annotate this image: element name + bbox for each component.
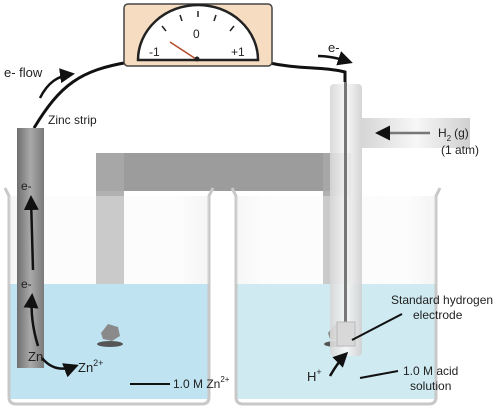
left-bridge-crystal: [101, 324, 120, 341]
electrode-leader: [351, 313, 403, 341]
zinc-strip-label: Zinc strip: [48, 113, 97, 127]
standard-hydrogen-label-line1: Standard hydrogen: [391, 293, 493, 307]
right-beaker-glass: [230, 187, 442, 406]
scale-label-right: +1: [231, 45, 245, 59]
voltmeter: -1 0 +1: [123, 3, 273, 67]
zinc-strip: [17, 128, 44, 368]
h2-pressure-label: (1 atm): [441, 143, 479, 157]
standard-hydrogen-label-line2: electrode: [413, 308, 463, 322]
zinc-solution-superscript: 2+: [220, 375, 229, 384]
acid-label-line1: 1.0 M acid: [403, 364, 458, 378]
electron-label-2: e-: [21, 277, 32, 291]
h-plus-base: H: [307, 369, 316, 384]
electron-flow-arrow-right: [317, 51, 353, 66]
zn2-base: Zn: [78, 360, 93, 375]
h-plus-label: H+: [307, 367, 322, 384]
h2-label: H2(g): [438, 126, 469, 143]
scale-label-center: 0: [193, 27, 200, 41]
h-plus-superscript: +: [316, 367, 321, 377]
zn2-superscript: 2+: [93, 358, 103, 368]
zn-ion-curve-arrow: [41, 357, 79, 378]
dial-tick-4: [213, 14, 217, 22]
hydrogen-electrode: [330, 82, 470, 356]
electron-flow-arrow-left: [38, 68, 75, 99]
electron-up-arrow-lower: [23, 293, 40, 347]
zn-label: Zn: [28, 349, 43, 364]
electron-label-1: e-: [21, 179, 32, 193]
electrode-wire: [344, 82, 347, 324]
zn2-label: Zn2+: [78, 358, 103, 375]
zinc-solution-label: 1.0 M Zn2+: [173, 375, 230, 391]
acid-leader: [359, 370, 399, 379]
dial-tick-2: [179, 14, 183, 22]
zinc-solution-base: 1.0 M Zn: [173, 377, 220, 391]
scale-label-left: -1: [149, 45, 160, 59]
voltmeter-needle: [169, 41, 197, 60]
h2-subscript: 2: [447, 134, 452, 143]
electron-flow-label: e- flow: [4, 65, 43, 80]
dial-tick-1: [161, 25, 167, 32]
salt-bridge-top: [96, 153, 351, 191]
electron-label-right: e-: [328, 40, 340, 55]
h-plus-curve-arrow: [328, 351, 349, 377]
left-bridge-plug: [97, 341, 123, 347]
salt-bridge-inner-gap: [124, 191, 323, 201]
voltmeter-dial: [136, 3, 260, 62]
h2-base: H: [438, 126, 447, 140]
acid-label-line2: solution: [410, 379, 451, 393]
needle-pivot: [194, 56, 200, 62]
dial-tick-5: [229, 25, 235, 32]
electron-up-arrow-upper: [23, 195, 39, 271]
left-beaker-glass: [3, 187, 215, 406]
left-beaker: [3, 128, 215, 406]
h2-gas-state: (g): [454, 126, 469, 140]
wire-right: [264, 60, 347, 82]
platinum-foil: [336, 321, 356, 347]
